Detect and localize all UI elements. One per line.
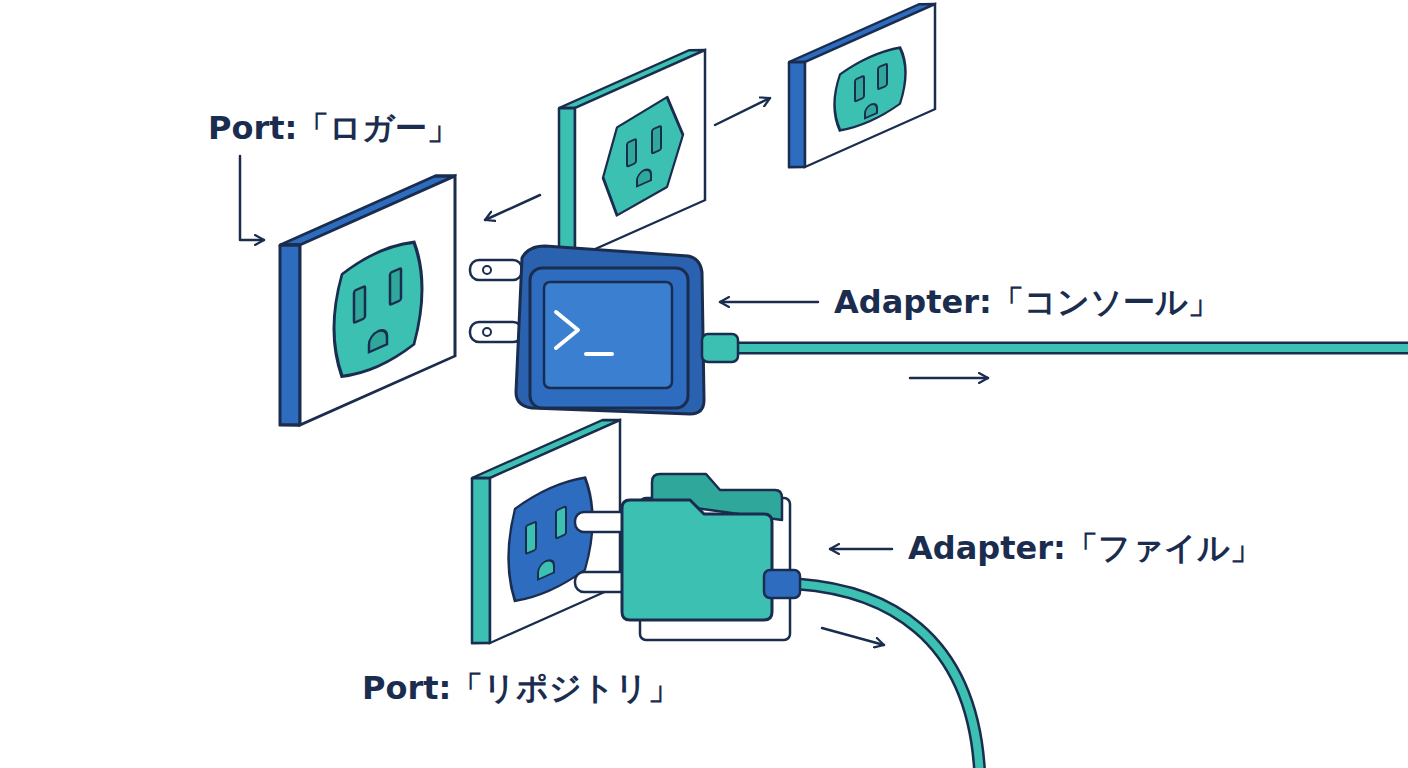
- cable: [735, 344, 1408, 352]
- plate-edge: [280, 236, 300, 434]
- part-label: Adapter:「コンソール」: [834, 282, 1314, 322]
- console-adapter: [470, 246, 1408, 414]
- file-adapter: [575, 474, 980, 768]
- socket-slot: [878, 63, 887, 89]
- socket-face: [603, 90, 683, 222]
- adapter-body: [516, 246, 704, 414]
- prong-hole: [483, 328, 491, 336]
- socket-face: [835, 41, 906, 137]
- socket-slot: [390, 268, 401, 305]
- plate-face: [575, 50, 705, 258]
- socket-face: [334, 233, 422, 386]
- socket-plate: [789, 0, 935, 174]
- socket-slot: [627, 139, 636, 167]
- socket-slot: [354, 286, 365, 323]
- motion-arrow: [485, 195, 540, 220]
- adapter-front: [530, 268, 688, 408]
- cable-connector: [702, 334, 738, 362]
- plug-prong: [470, 260, 522, 280]
- leader-line: [720, 301, 818, 304]
- part-label: Port:「リポジトリ」: [362, 668, 782, 708]
- prong-hole: [483, 266, 491, 274]
- cable: [798, 584, 980, 768]
- folder-body: [622, 500, 772, 620]
- socket-ground: [637, 167, 651, 186]
- part-label: Adapter:「ファイル」: [908, 528, 1348, 568]
- part-label: Port:「ロガー」: [208, 108, 528, 148]
- plate-edge: [559, 101, 575, 265]
- plate-face: [805, 4, 935, 167]
- socket-slot: [855, 76, 864, 102]
- flow-arrow: [822, 628, 884, 645]
- flow-arrow: [910, 377, 988, 380]
- terminal-cursor-icon: [586, 352, 612, 356]
- plug-prong: [470, 322, 522, 342]
- cable-connector: [764, 570, 800, 598]
- socket-ground: [369, 327, 387, 352]
- socket-plate: [559, 43, 705, 265]
- terminal-prompt-icon: [556, 312, 578, 348]
- plate-edge: [789, 55, 805, 174]
- leader-line: [240, 156, 264, 240]
- terminal-screen: [544, 282, 672, 388]
- socket-slot: [556, 506, 566, 538]
- cable-outline: [735, 342, 1408, 355]
- leader-line: [830, 548, 892, 551]
- cable-outline: [798, 584, 980, 768]
- socket-slot: [526, 522, 536, 554]
- socket-ground: [865, 102, 877, 118]
- plate-edge: [472, 470, 490, 651]
- socket-ground: [538, 558, 554, 580]
- plate-face: [300, 176, 455, 425]
- socket-slot: [652, 126, 661, 154]
- motion-arrow: [715, 98, 770, 125]
- socket-plate: [280, 167, 455, 434]
